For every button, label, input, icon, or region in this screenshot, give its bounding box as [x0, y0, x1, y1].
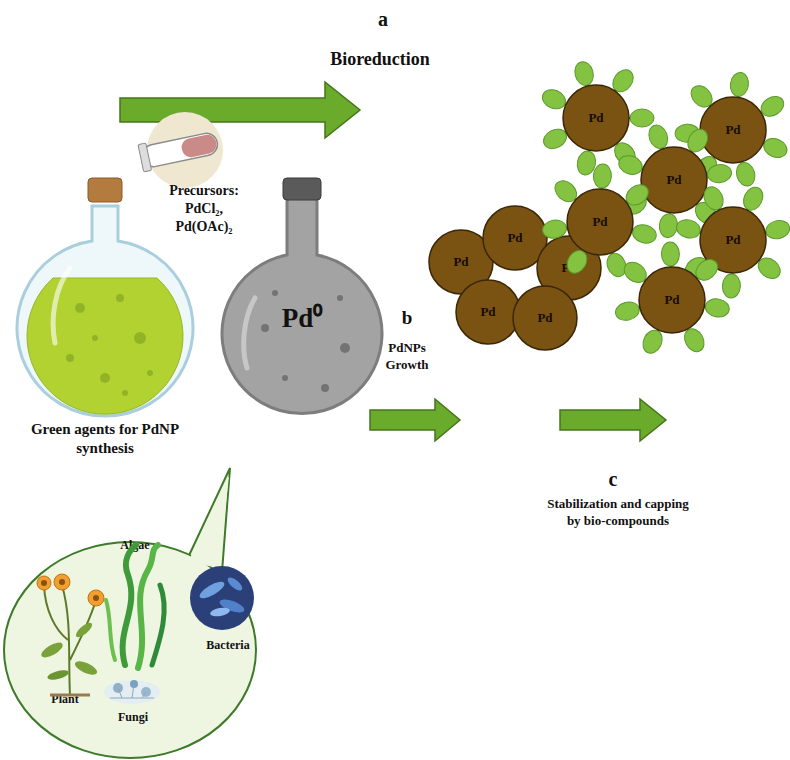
element-label: Pd: [563, 85, 629, 151]
element-label: Pd: [700, 97, 766, 163]
test-tube: [138, 128, 220, 172]
element-label: Pd: [567, 189, 633, 255]
step-label: Bioreduction: [280, 48, 480, 71]
flask-caption: Green agents for PdNP synthesis: [5, 420, 205, 458]
node-outline: [215, 178, 390, 418]
capping-arrow: [560, 399, 666, 441]
step-letter: a: [368, 6, 398, 32]
organism-label: Fungi: [108, 710, 158, 725]
step-letter: b: [395, 306, 419, 331]
flask-shape: Green agents for PdNP synthesis: [10, 178, 200, 418]
organism-label: Algae: [110, 538, 160, 553]
element-label: Pd: [639, 267, 705, 333]
flask-shape: Pd⁰: [215, 178, 390, 418]
organism-label: Plant: [40, 692, 90, 707]
fungi-illustration: [104, 680, 160, 704]
element-label: Pd: [456, 280, 520, 344]
step-label: Precursors: PdCl₂, Pd(OAc)₂: [155, 182, 253, 237]
step-letter: c: [600, 466, 626, 492]
nanoparticle-circle: Pd: [615, 243, 729, 357]
nanoparticle-circle: Pd: [513, 286, 577, 350]
organism-label: Bacteria: [196, 638, 260, 653]
flask-content-label: Pd⁰: [252, 302, 352, 336]
nanoparticle-circle: Pd: [543, 165, 657, 279]
nanoparticle-circle: Pd: [456, 280, 520, 344]
element-label: Pd: [513, 286, 577, 350]
algae-illustration: [106, 545, 164, 668]
element-label: Pd: [641, 147, 707, 213]
node-outline: [10, 178, 200, 418]
callout-bubble: AlgaeBacteriaPlantFungi: [0, 460, 270, 760]
growth-arrow: [370, 399, 460, 441]
bacteria-illustration: [190, 566, 254, 630]
plant-illustration: [37, 574, 104, 695]
step-label: PdNPs Growth: [368, 340, 446, 374]
step-label: Stabilization and capping by bio-compoun…: [542, 496, 694, 530]
